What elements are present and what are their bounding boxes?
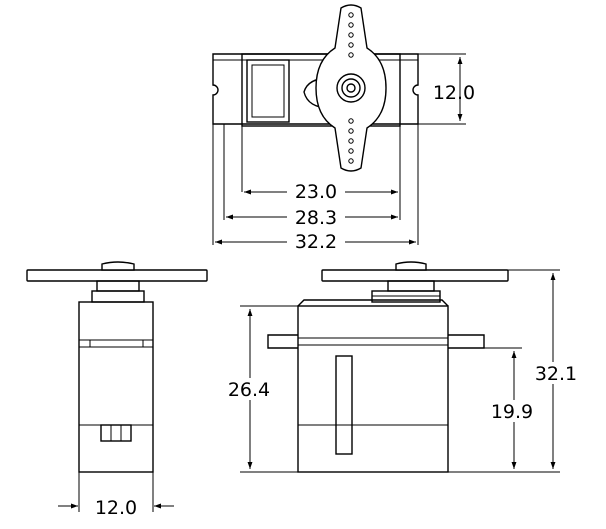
- dim-top-height: 12.0: [433, 82, 475, 104]
- side-view-tab-right: [448, 334, 485, 349]
- top-view-label-recess: [246, 59, 290, 123]
- top-view: 12.0 23.0 28.3 32.2: [212, 4, 475, 253]
- dim-top-overall-width: 32.2: [295, 231, 337, 253]
- dim-side-body-height: 26.4: [228, 379, 270, 401]
- top-view-body: [241, 53, 401, 127]
- dim-end-width: 12.0: [95, 497, 137, 519]
- end-view-cable-exit: [100, 424, 132, 442]
- dim-top-inner-width: 23.0: [295, 181, 337, 203]
- dim-side-mount-height: 19.9: [491, 401, 533, 423]
- dim-top-mount-width: 28.3: [295, 207, 337, 229]
- side-view-body: [297, 305, 449, 473]
- end-view-body: [78, 301, 154, 473]
- side-view-horn: [321, 269, 509, 282]
- side-view-tab-left: [267, 334, 298, 349]
- top-view-horn: [315, 4, 387, 172]
- end-view-horn: [26, 269, 208, 282]
- side-view-label-slot: [335, 355, 353, 455]
- top-view-horn-holes: [348, 12, 354, 164]
- top-view-hub: [336, 73, 366, 103]
- dim-side-overall-height: 32.1: [535, 363, 577, 385]
- end-view: 12.0: [26, 261, 208, 519]
- side-view: 26.4 19.9 32.1: [220, 261, 584, 473]
